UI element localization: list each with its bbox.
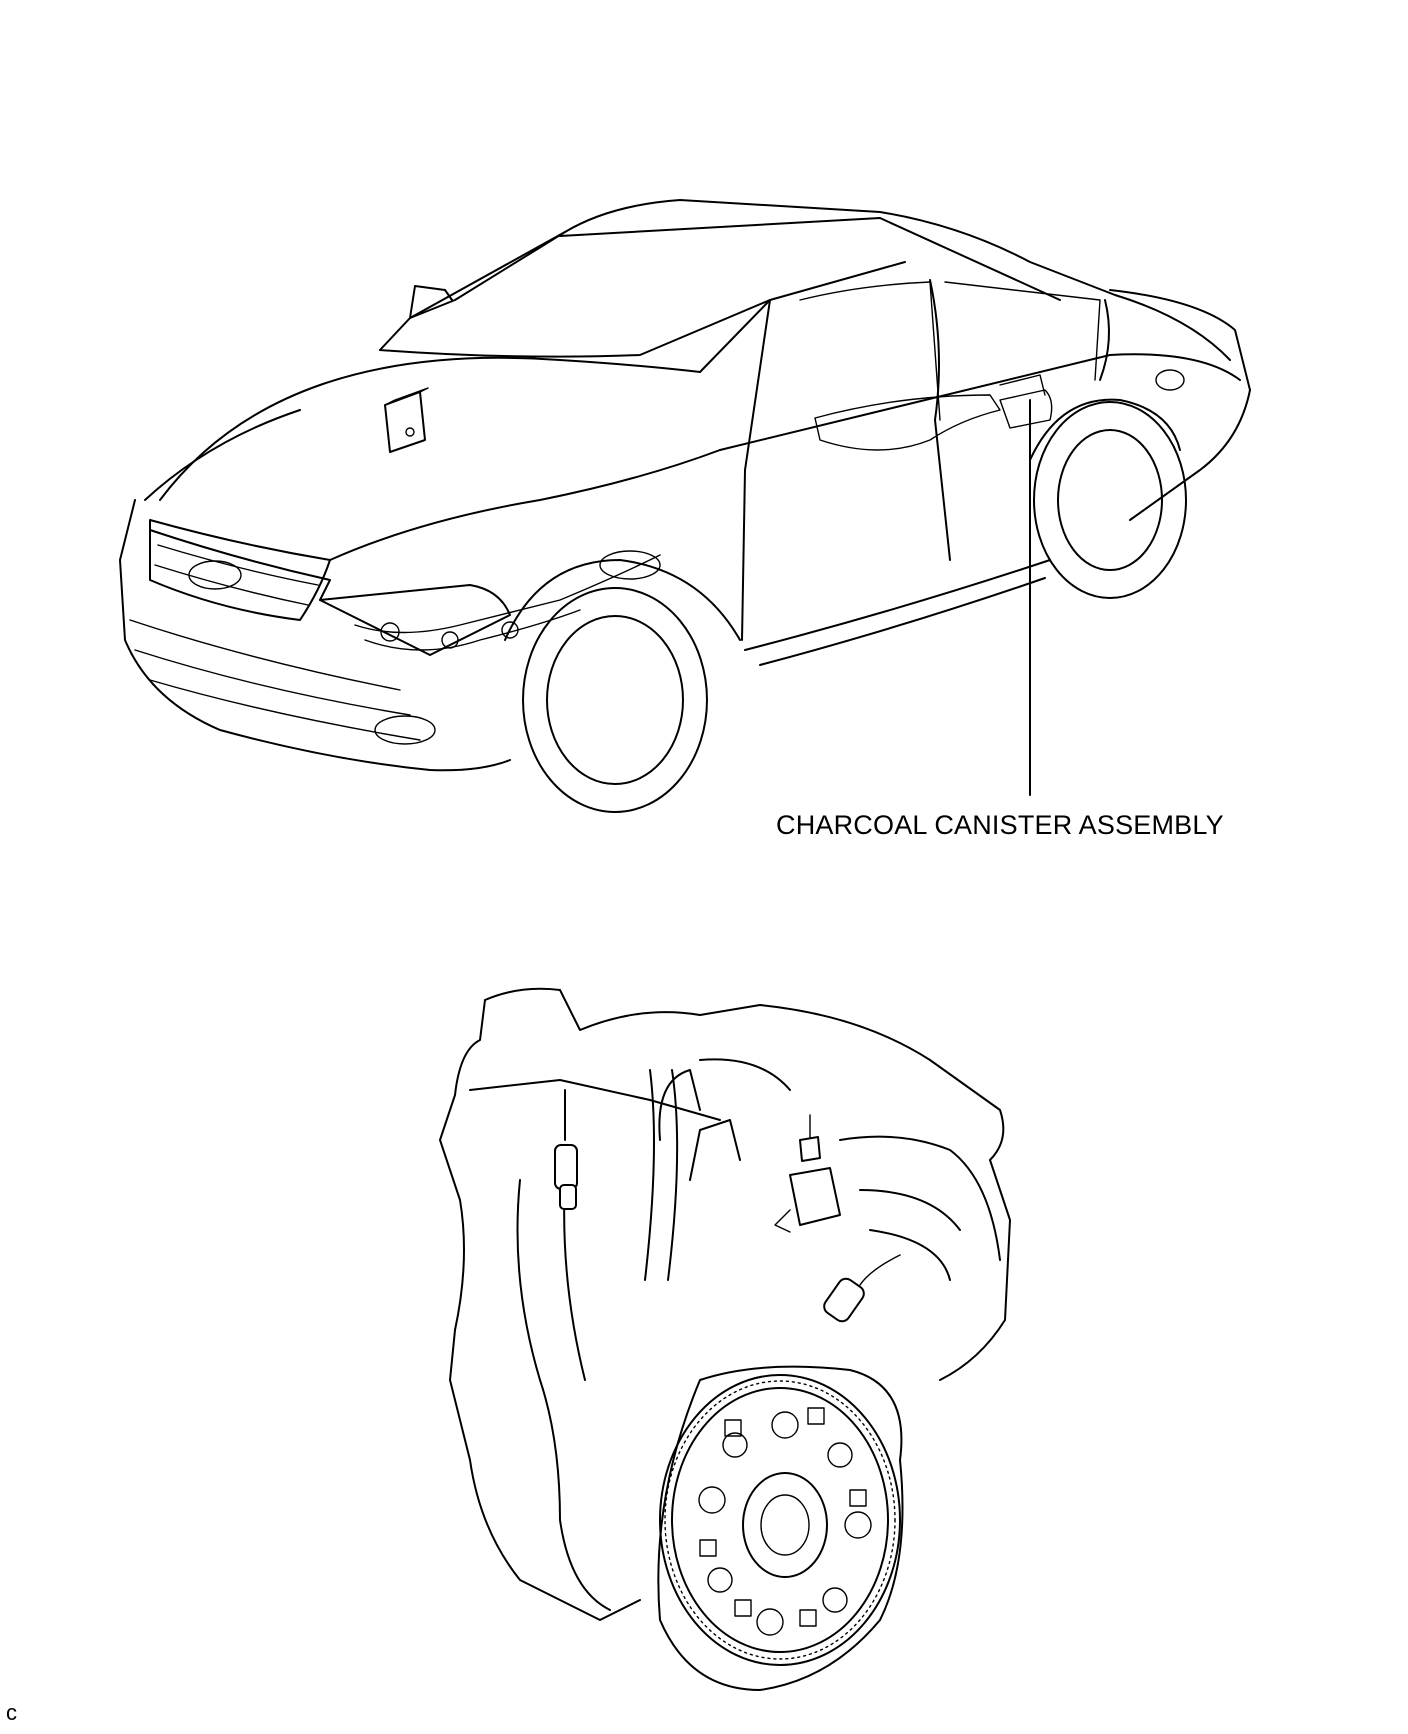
engine-illustration [439,987,1011,1691]
charcoal-canister-callout: CHARCOAL CANISTER ASSEMBLY [776,810,1224,840]
corner-mark: c [6,1700,17,1725]
car-illustration [119,199,1251,813]
